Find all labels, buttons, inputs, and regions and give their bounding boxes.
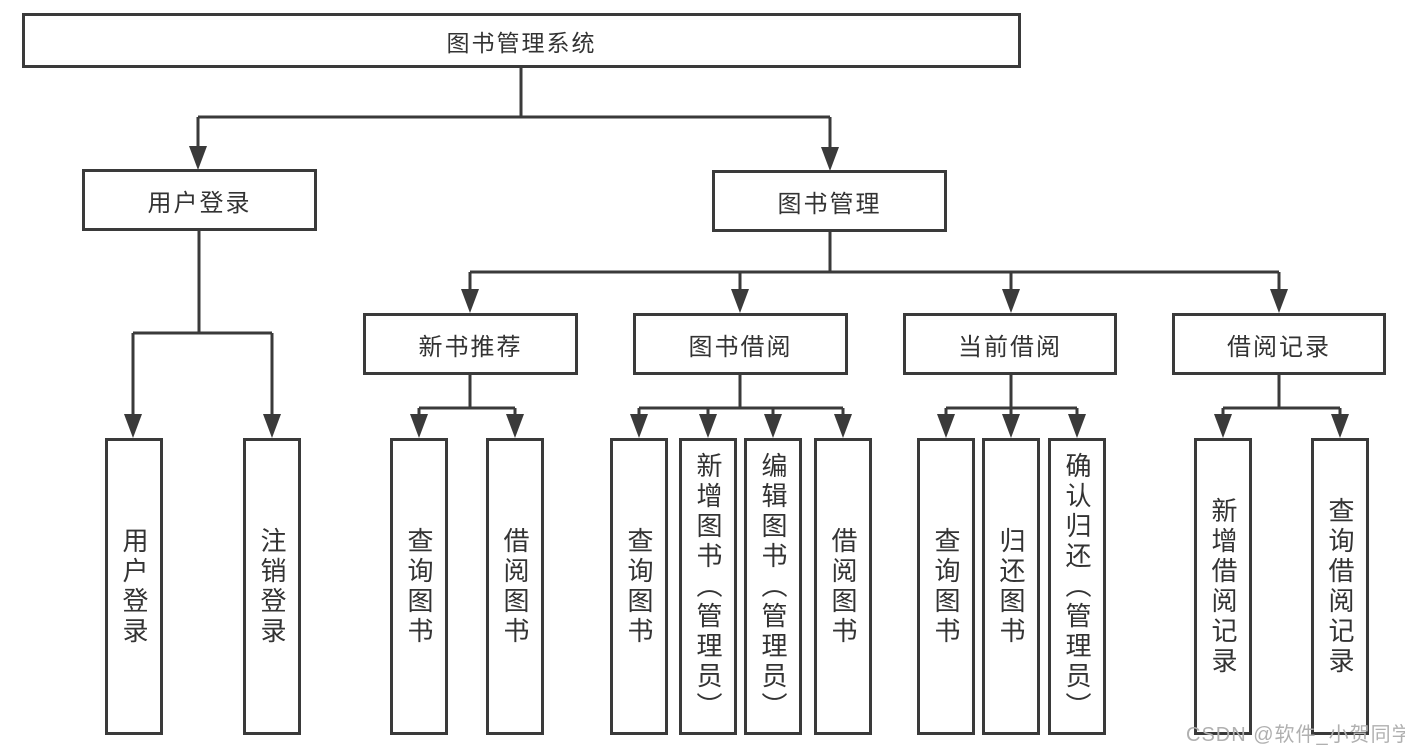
leaf-query-books-3-label: 查询图书: [931, 526, 961, 647]
connector-root: [189, 68, 839, 171]
leaf-return-book-label: 归还图书: [996, 526, 1026, 647]
node-current-borrow-label: 当前借阅: [958, 333, 1062, 361]
leaf-confirm-return-admin-label: 确认归还（管理员）: [1062, 451, 1092, 722]
leaf-edit-book-admin: 编辑图书（管理员）: [744, 438, 802, 735]
leaf-edit-book-admin-label: 编辑图书（管理员）: [758, 451, 788, 722]
node-root: 图书管理系统: [22, 13, 1021, 68]
leaf-query-books-1-label: 查询图书: [404, 526, 434, 647]
connector-book-borrow: [630, 375, 852, 438]
leaf-user-login-label: 用户登录: [119, 526, 149, 647]
leaf-user-login: 用户登录: [105, 438, 163, 735]
node-book-management-label: 图书管理: [777, 190, 882, 218]
leaf-query-borrow-record: 查询借阅记录: [1311, 438, 1369, 735]
node-borrow-records-label: 借阅记录: [1227, 333, 1331, 361]
connector-borrow-records: [1214, 375, 1349, 438]
connector-new-book-recommend: [410, 375, 524, 438]
leaf-add-book-admin: 新增图书（管理员）: [679, 438, 737, 735]
leaf-query-books-3: 查询图书: [917, 438, 975, 735]
leaf-add-borrow-record: 新增借阅记录: [1194, 438, 1252, 735]
leaf-borrow-books-2: 借阅图书: [814, 438, 872, 735]
node-book-management: 图书管理: [712, 170, 947, 232]
leaf-query-borrow-record-label: 查询借阅记录: [1325, 496, 1355, 677]
node-current-borrow: 当前借阅: [903, 313, 1117, 375]
node-book-borrow-label: 图书借阅: [688, 333, 793, 361]
leaf-return-book: 归还图书: [982, 438, 1040, 735]
node-new-book-recommend: 新书推荐: [363, 313, 578, 375]
leaf-query-books-2-label: 查询图书: [624, 526, 654, 647]
node-user-login: 用户登录: [82, 169, 317, 231]
leaf-add-book-admin-label: 新增图书（管理员）: [693, 451, 723, 722]
leaf-query-books-2: 查询图书: [610, 438, 668, 735]
node-borrow-records: 借阅记录: [1172, 313, 1386, 375]
leaf-borrow-books-1-label: 借阅图书: [500, 526, 530, 647]
leaf-borrow-books-2-label: 借阅图书: [828, 526, 858, 647]
watermark-text: CSDN @软件_小贺同学: [1186, 724, 1405, 746]
node-book-borrow: 图书借阅: [633, 313, 848, 375]
leaf-logout-label: 注销登录: [257, 526, 287, 647]
leaf-logout: 注销登录: [243, 438, 301, 735]
connector-user-login: [124, 231, 281, 438]
leaf-query-books-1: 查询图书: [390, 438, 448, 735]
leaf-add-borrow-record-label: 新增借阅记录: [1208, 496, 1238, 677]
connector-current-borrow: [937, 375, 1086, 438]
node-user-login-label: 用户登录: [147, 189, 252, 217]
leaf-borrow-books-1: 借阅图书: [486, 438, 544, 735]
connector-book-management: [461, 232, 1288, 313]
node-root-label: 图书管理系统: [446, 29, 597, 56]
leaf-confirm-return-admin: 确认归还（管理员）: [1048, 438, 1106, 735]
node-new-book-recommend-label: 新书推荐: [418, 333, 523, 361]
